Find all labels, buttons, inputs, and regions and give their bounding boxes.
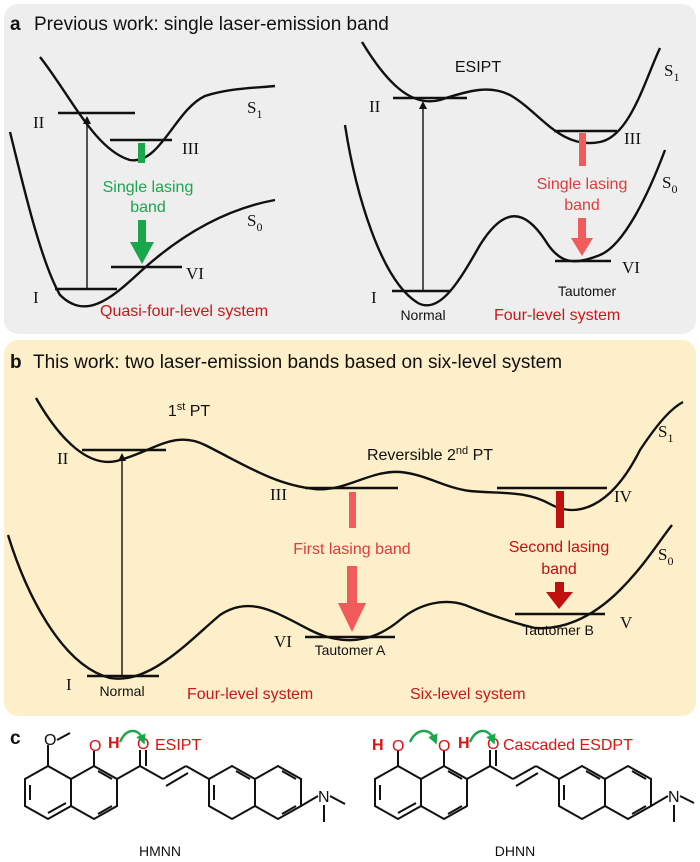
panel-b-first-pt-label: 1st PT [168, 401, 211, 420]
panel-a-left-label-II: II [33, 113, 45, 132]
panel-b-label-VI: VI [274, 632, 292, 651]
panel-b-second-pt-label: Reversible 2nd PT [367, 445, 493, 464]
dhnn-hydroxy1-H: H [372, 737, 384, 754]
panel-a-left-green-bar [138, 143, 145, 163]
panel-b-title: This work: two laser-emission bands base… [33, 352, 562, 373]
panel-a-left-label-I: I [33, 288, 39, 307]
panel-a-background [4, 4, 696, 334]
panel-b-tautomer-a-label: Tautomer A [315, 642, 386, 658]
panel-b-s1-label: S1 [658, 422, 673, 445]
panel-a-left-s0-curve [8, 131, 276, 308]
hmnn-hydroxy-H: H [108, 735, 120, 752]
panel-b-label-V: V [620, 613, 633, 632]
panel-b-first-band-label: First lasing band [293, 541, 410, 558]
dhnn-name: DHNN [495, 843, 535, 859]
panel-c-letter: c [10, 728, 21, 749]
hmnn-methoxy-O: O [44, 732, 56, 749]
panel-b-label-IV: IV [614, 487, 633, 506]
panel-a-left-system-label: Quasi-four-level system [100, 303, 268, 320]
hmnn-process-label: ESIPT [155, 737, 201, 754]
panel-a-right-label-VI: VI [622, 258, 640, 277]
panel-b-first-band-bar [349, 492, 356, 528]
panel-a-right-red-arrow-head [571, 238, 593, 256]
panel-b-s1-curve [34, 397, 684, 512]
panel-b-second-band-bar [556, 491, 564, 528]
panel-a-right-label-III: III [624, 129, 641, 148]
dhnn-hydroxy1-O: O [392, 738, 404, 755]
hmnn-name: HMNN [139, 843, 181, 859]
panel-a-right-s0-curve [343, 124, 667, 307]
panel-b-tautomer-b-label: Tautomer B [522, 622, 594, 638]
panel-a-right-red-bar [579, 133, 586, 166]
panel-a-letter: a [10, 14, 21, 35]
hmnn-amine-N: N [318, 789, 330, 806]
panel-b-first-band-arrow-shaft [347, 566, 357, 604]
panel-a-left-band-line1: Single lasing [103, 179, 194, 196]
dhnn-carbonyl-O: O [487, 736, 499, 753]
panel-a-left-s0-label: S0 [247, 211, 262, 234]
panel-a-right-label-I: I [371, 288, 377, 307]
panel-a-right-label-II: II [369, 97, 381, 116]
panel-a-right-system-label: Four-level system [494, 307, 620, 324]
panel-b-normal-label: Normal [99, 683, 144, 699]
panel-b-s0-label: S0 [658, 545, 673, 568]
panel-a-title: Previous work: single laser-emission ban… [34, 14, 389, 35]
dhnn-hydroxy2-O: O [438, 738, 450, 755]
dhnn-proton-transfer-arrow-2 [468, 729, 496, 745]
panel-a-right-tautomer-label: Tautomer [558, 283, 617, 299]
panel-a-left-label-III: III [182, 139, 199, 158]
panel-a-right-normal-label: Normal [400, 307, 445, 323]
panel-a-left-label-VI: VI [186, 264, 204, 283]
hmnn-structure [24, 732, 346, 822]
hmnn-carbonyl-O: O [137, 736, 149, 753]
panel-a-right-band-line1: Single lasing [537, 176, 628, 193]
panel-a-left-band-line2: band [130, 199, 166, 216]
panel-a-left-green-arrow-head [130, 242, 154, 264]
dhnn-hydroxy2-H: H [458, 735, 470, 752]
hmnn-hydroxy-O: O [89, 738, 101, 755]
panel-b-letter: b [10, 352, 22, 373]
panel-a-right-band-line2: band [564, 197, 600, 214]
panel-b-second-band-line2: band [541, 561, 577, 578]
panel-b-four-level-label: Four-level system [187, 686, 313, 703]
hmnn-proton-transfer-arrow [118, 729, 146, 745]
panel-b-second-band-arrow-shaft [555, 582, 564, 594]
panel-a-right-s1-label: S1 [664, 61, 679, 84]
panel-a-left-s1-curve [39, 56, 276, 162]
panel-b-first-band-arrow-head [338, 603, 366, 632]
panel-b-second-band-line1: Second lasing [509, 539, 610, 556]
panel-b-label-I: I [66, 675, 72, 694]
panel-b-label-II: II [57, 449, 69, 468]
panel-a-right-process-label: ESIPT [455, 59, 501, 76]
panel-a-right-s0-label: S0 [662, 173, 677, 196]
dhnn-process-label: Cascaded ESDPT [503, 737, 633, 754]
panel-a-left-s1-label: S1 [247, 98, 262, 121]
dhnn-proton-transfer-arrow-1 [408, 729, 438, 745]
panel-b-second-band-arrow-head [546, 592, 573, 609]
dhnn-amine-N: N [668, 789, 680, 806]
panel-b-six-level-label: Six-level system [410, 686, 526, 703]
panel-a-left-green-arrow-shaft [138, 220, 146, 242]
panel-a-right-red-arrow-shaft [578, 218, 586, 238]
panel-b-label-III: III [270, 485, 287, 504]
dhnn-structure [374, 750, 695, 822]
